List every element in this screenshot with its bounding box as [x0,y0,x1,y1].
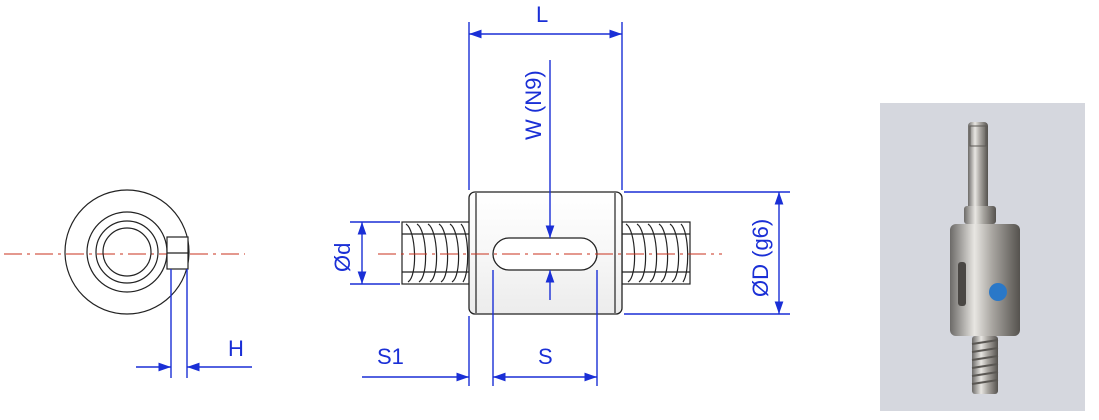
s-label: S [538,344,553,369]
photo-nut [950,224,1020,336]
photo-keyway [958,262,966,306]
photo-shaft-top [968,122,988,212]
thread-inner-circle [102,227,152,277]
w-label: W (N9) [521,70,546,140]
s1-label: S1 [377,344,404,369]
photo-thread-lines [971,339,999,385]
screw-thread-right [621,221,691,285]
nut-outer-circle [64,189,190,315]
screw-thread-left [401,221,471,285]
end-view: H [4,189,252,378]
d-label: Ød [330,243,355,272]
nut-flange-circle [86,211,168,293]
photo-collar [964,206,996,224]
side-view: L W (N9) Ød ØD (g6) S1 S [330,2,790,386]
photo-blue-seal [989,283,1007,301]
thread-outer-circle [95,220,159,284]
l-label: L [536,2,548,27]
nut-d-label: ØD (g6) [748,219,773,297]
photo-shaft-groove [969,125,987,147]
h-label: H [228,336,244,361]
product-photo [880,103,1085,411]
